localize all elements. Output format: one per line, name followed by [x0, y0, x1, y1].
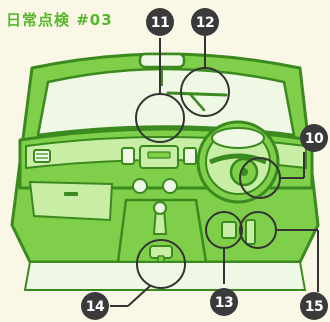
climate-knob-right [162, 178, 178, 194]
rearview-mirror [138, 52, 186, 69]
callout-14-label: 14 [86, 299, 105, 315]
callout-10[interactable]: 10 [300, 124, 328, 152]
wiper [166, 91, 228, 97]
callout-lines [110, 36, 319, 307]
callout-12-label: 12 [196, 15, 214, 31]
callout-13[interactable]: 13 [210, 288, 238, 316]
pedals [221, 219, 256, 245]
page-title: 日常点検 #03 [6, 11, 113, 29]
callout-14[interactable]: 14 [81, 292, 109, 320]
callout-10-label: 10 [305, 131, 324, 147]
left-vent [33, 149, 51, 163]
center-vent-right [183, 147, 197, 165]
callout-15-label: 15 [305, 299, 323, 315]
highlight-parking-brake [136, 239, 186, 289]
glove-box [28, 180, 114, 222]
callout-12[interactable]: 12 [191, 8, 219, 36]
callout-11[interactable]: 11 [146, 8, 174, 36]
steering-wheel [196, 120, 280, 204]
callout-11-label: 11 [151, 15, 169, 31]
callout-13-label: 13 [215, 295, 233, 311]
center-vent-left [121, 147, 135, 165]
brake-pedal [221, 221, 237, 239]
windshield [36, 67, 296, 137]
gauge-cluster [211, 127, 265, 149]
accelerator-pedal [245, 219, 256, 245]
climate-knob-left [132, 178, 148, 194]
callout-15[interactable]: 15 [300, 292, 328, 320]
